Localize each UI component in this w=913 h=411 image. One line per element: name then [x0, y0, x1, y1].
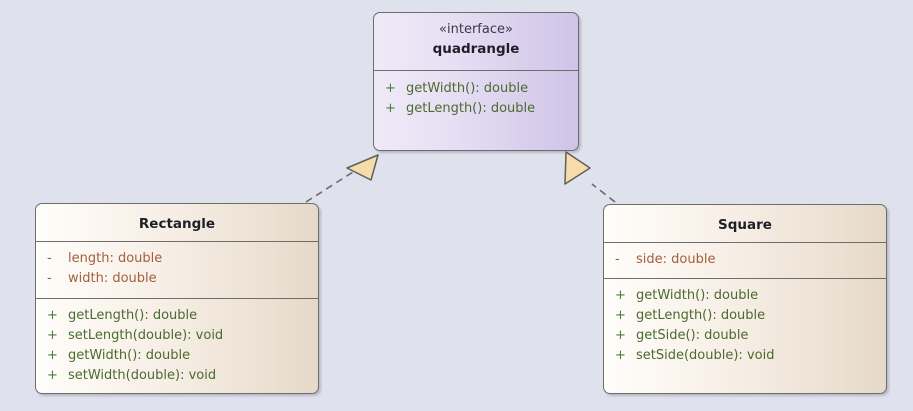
hollow-triangle-arrowhead-square: [564, 151, 591, 185]
operation-signature: getWidth(): double: [406, 81, 529, 96]
operation-signature: getLength(): double: [68, 308, 198, 323]
operation-signature: setSide(double): void: [636, 348, 775, 363]
visibility-marker: +: [385, 81, 396, 96]
realization-line-rectangle: [305, 171, 354, 203]
operation-row: + getLength(): double: [36, 306, 318, 326]
operation-row: + getLength(): double: [604, 306, 886, 326]
visibility-marker: +: [615, 288, 626, 303]
attribute-signature: width: double: [68, 271, 157, 286]
operation-row: + getSide(): double: [604, 326, 886, 346]
uml-node-rectangle[interactable]: Rectangle - length: double - width: doub…: [35, 203, 319, 394]
visibility-marker: +: [615, 328, 626, 343]
square-attributes: - side: double: [604, 242, 886, 278]
visibility-marker: +: [615, 348, 626, 363]
operation-signature: getLength(): double: [406, 101, 536, 116]
visibility-marker: -: [47, 251, 52, 266]
visibility-marker: +: [47, 348, 58, 363]
operation-signature: getLength(): double: [636, 308, 766, 323]
quadrangle-stereotype: «interface»: [439, 22, 513, 37]
quadrangle-name: quadrangle: [432, 41, 520, 57]
rectangle-name: Rectangle: [138, 216, 216, 232]
square-operations: + getWidth(): double + getLength(): doub…: [604, 278, 886, 393]
attribute-row: - width: double: [36, 269, 318, 289]
attribute-signature: side: double: [636, 252, 716, 267]
operation-row: + setSide(double): void: [604, 346, 886, 366]
operation-row: + getWidth(): double: [36, 346, 318, 366]
square-name: Square: [718, 217, 772, 233]
visibility-marker: +: [47, 368, 58, 383]
operation-signature: getWidth(): double: [636, 288, 759, 303]
operation-signature: getSide(): double: [636, 328, 749, 343]
visibility-marker: +: [47, 328, 58, 343]
attribute-row: - length: double: [36, 249, 318, 269]
rectangle-header: Rectangle: [36, 204, 318, 241]
rectangle-attributes: - length: double - width: double: [36, 241, 318, 298]
hollow-triangle-arrowhead-rectangle: [346, 154, 379, 181]
quadrangle-operations: + getWidth(): double + getLength(): doub…: [374, 70, 578, 150]
operation-row: + getWidth(): double: [604, 286, 886, 306]
operation-signature: setWidth(double): void: [68, 368, 217, 383]
visibility-marker: +: [615, 308, 626, 323]
edge-rectangle-realizes-quadrangle[interactable]: [305, 154, 379, 203]
operation-row: + getLength(): double: [374, 99, 578, 119]
operation-row: + setWidth(double): void: [36, 366, 318, 386]
operation-signature: getWidth(): double: [68, 348, 191, 363]
operation-signature: setLength(double): void: [68, 328, 224, 343]
uml-node-square[interactable]: Square - side: double + getWidth(): doub…: [603, 204, 887, 394]
realization-line-square: [591, 183, 616, 203]
visibility-marker: +: [385, 101, 396, 116]
visibility-marker: -: [615, 252, 620, 267]
quadrangle-header: «interface» quadrangle: [374, 13, 578, 70]
operation-row: + getWidth(): double: [374, 79, 578, 99]
visibility-marker: +: [47, 308, 58, 323]
edge-square-realizes-quadrangle[interactable]: [564, 151, 616, 203]
attribute-row: - side: double: [604, 250, 886, 270]
operation-row: + setLength(double): void: [36, 326, 318, 346]
square-header: Square: [604, 205, 886, 242]
visibility-marker: -: [47, 271, 52, 286]
attribute-signature: length: double: [68, 251, 163, 266]
rectangle-operations: + getLength(): double + setLength(double…: [36, 298, 318, 393]
uml-node-quadrangle[interactable]: «interface» quadrangle + getWidth(): dou…: [373, 12, 579, 151]
